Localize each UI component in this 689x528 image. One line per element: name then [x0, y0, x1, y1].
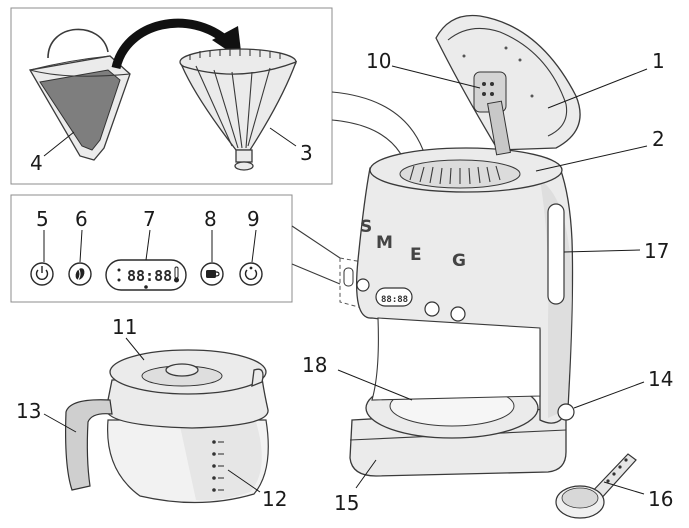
- display-digits: 88:88: [127, 267, 172, 285]
- brand-logo: S M E G: [360, 217, 466, 271]
- leader-9: [251, 229, 257, 263]
- carafe-illustration: [65, 349, 269, 504]
- side-switch: [557, 403, 575, 421]
- callout-9: 9: [247, 207, 260, 231]
- filter-mesh: [39, 69, 121, 151]
- callout-15: 15: [334, 491, 359, 515]
- lid-shell: [435, 14, 581, 151]
- cup-icon: [206, 270, 220, 278]
- leader-10: [391, 65, 481, 89]
- holder-inner-ribs: [189, 49, 281, 60]
- callout-5: 5: [36, 207, 49, 231]
- leader-2: [535, 145, 648, 172]
- callout-12: 12: [262, 487, 287, 511]
- callout-6: 6: [75, 207, 88, 231]
- control-panel-inset: 88:88: [10, 194, 293, 303]
- filter-holder-illustration: [179, 48, 298, 171]
- holder-valve: [235, 149, 253, 163]
- carafe-spout: [251, 368, 264, 388]
- callout-11: 11: [112, 315, 137, 339]
- filter-inset-panel: [10, 7, 333, 185]
- callout-4: 4: [30, 151, 43, 175]
- carafe-glass: [107, 419, 269, 504]
- lid-hinge-arm: [487, 100, 511, 156]
- carafe-lid-knob: [165, 363, 199, 377]
- leader-12: [227, 469, 261, 493]
- leader-7: [145, 229, 151, 261]
- carafe-level-marks: [212, 440, 224, 492]
- coffee-bean-icon: [75, 267, 85, 281]
- display-indicator-dot: [144, 285, 148, 289]
- machine-mini-display: 88:88: [381, 295, 408, 305]
- callout-10: 10: [366, 49, 391, 73]
- logo-letter-s: S: [360, 217, 372, 237]
- callout-7: 7: [143, 207, 156, 231]
- logo-letter-e: E: [410, 245, 422, 265]
- leader-15: [355, 459, 377, 489]
- carafe-cavity: [371, 317, 541, 401]
- measuring-scoop-illustration: [555, 453, 637, 519]
- callout-3: 3: [300, 141, 313, 165]
- leader-4: [43, 131, 75, 157]
- callout-17: 17: [644, 239, 669, 263]
- leader-1: [547, 68, 648, 109]
- timer-button[interactable]: [239, 262, 263, 286]
- thermometer-icon: [174, 266, 179, 283]
- callout-14: 14: [648, 367, 673, 391]
- permanent-filter-illustration: [28, 28, 131, 161]
- timer-icon: [244, 266, 258, 280]
- power-button[interactable]: [30, 262, 54, 286]
- leader-18: [337, 369, 413, 401]
- leader-17: [563, 249, 641, 253]
- leader-13: [43, 413, 77, 433]
- callout-16: 16: [648, 487, 673, 511]
- leader-11: [125, 337, 145, 361]
- leader-lines: [43, 65, 648, 495]
- callout-labels: 1 2 3 4 5 6 7 8 9 10 11 12 13 14 15 16 1…: [16, 49, 673, 515]
- leader-6: [79, 229, 83, 263]
- callout-8: 8: [204, 207, 217, 231]
- leader-3: [269, 127, 297, 147]
- leader-16: [603, 481, 645, 495]
- holder-cone: [180, 60, 298, 151]
- logo-letter-g: G: [452, 251, 466, 271]
- filter-handle: [47, 28, 109, 59]
- coffee-machine-illustration: S M E G 88:88: [343, 14, 581, 477]
- machine-control-panel: 88:88: [343, 267, 466, 322]
- callout-13: 13: [16, 399, 41, 423]
- leader-14: [573, 381, 645, 409]
- carafe-handle: [65, 399, 113, 491]
- logo-letter-m: M: [376, 233, 393, 253]
- lid: [435, 14, 581, 156]
- callout-2: 2: [652, 127, 665, 151]
- callout-1: 1: [652, 49, 665, 73]
- power-icon: [35, 266, 49, 280]
- display-side-dots: [117, 268, 121, 282]
- water-level-window: [547, 203, 565, 305]
- callout-18: 18: [302, 353, 327, 377]
